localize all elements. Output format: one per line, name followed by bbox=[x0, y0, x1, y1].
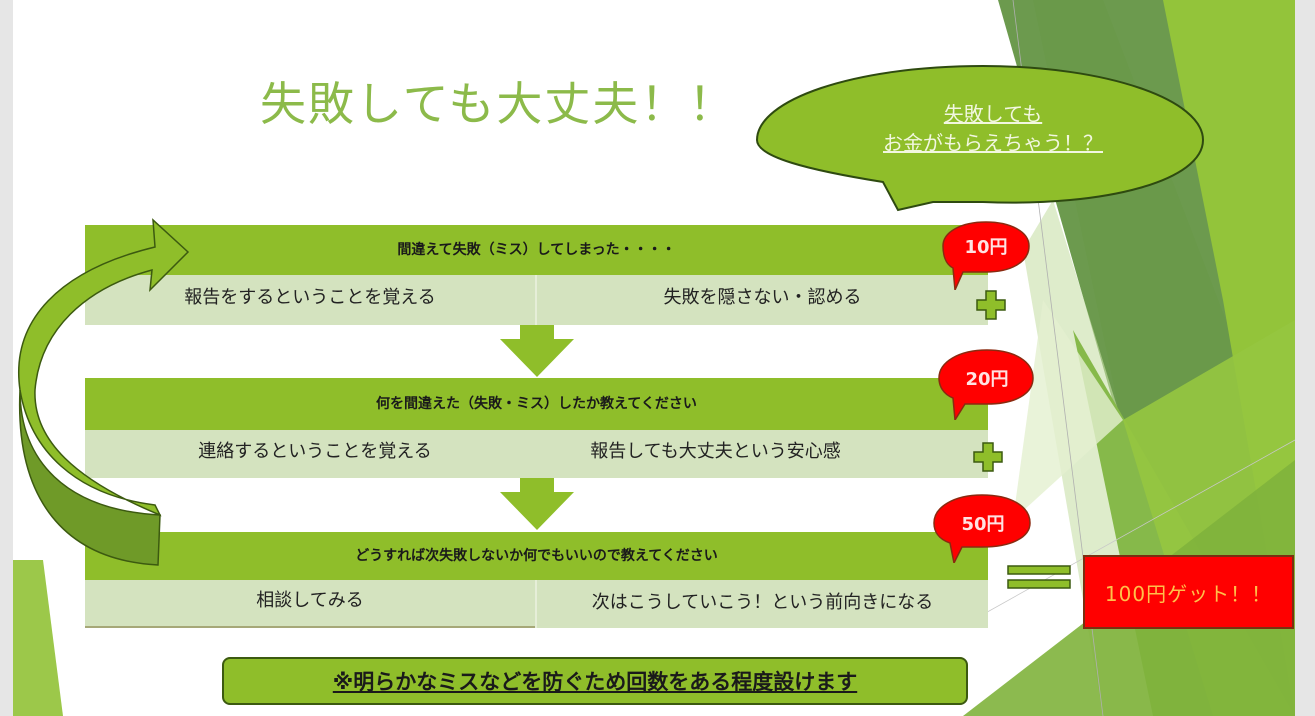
reward-10-label: 10円 bbox=[964, 237, 1008, 258]
reward-20-label: 20円 bbox=[965, 369, 1009, 390]
step-2-right-cell: 報告しても大丈夫という安心感 bbox=[590, 441, 841, 462]
plus-icon bbox=[976, 290, 1006, 320]
curved-arrow-icon bbox=[18, 218, 190, 566]
editor-left-gutter bbox=[0, 0, 14, 716]
step-1-divider bbox=[535, 275, 537, 325]
slide: 失敗しても大丈夫！！ 失敗しても お金がもらえちゃう！？ 間違えて失敗（ミス）し… bbox=[13, 0, 1295, 716]
reward-bubble-50 bbox=[933, 494, 1031, 563]
down-arrow-icon bbox=[500, 325, 574, 377]
bubble-text: 失敗しても お金がもらえちゃう！？ bbox=[803, 100, 1183, 158]
step-1-header: 間違えて失敗（ミス）してしまった・・・・ bbox=[85, 225, 988, 275]
slide-title: 失敗しても大丈夫！！ bbox=[260, 77, 737, 131]
editor-right-gutter bbox=[1295, 0, 1315, 716]
total-reward-box: 100円ゲット！！ bbox=[1083, 555, 1294, 629]
reward-50-label: 50円 bbox=[961, 514, 1005, 535]
reward-bubble-20 bbox=[938, 349, 1034, 420]
equals-icon bbox=[1007, 565, 1071, 589]
step-2-left-cell: 連絡するということを覚える bbox=[198, 441, 432, 462]
footnote-text: ※明らかなミスなどを防ぐため回数をある程度設けます bbox=[332, 670, 858, 694]
speech-bubble bbox=[755, 64, 1205, 212]
step-3-right-cell: 次はこうしていこう！という前向きになる bbox=[537, 580, 988, 628]
plus-icon bbox=[973, 442, 1003, 472]
step-1-right-cell: 失敗を隠さない・認める bbox=[537, 275, 988, 325]
step-2-cell-bg bbox=[85, 430, 988, 478]
bubble-line-1: 失敗しても bbox=[943, 102, 1043, 126]
step-2-header: 何を間違えた（失敗・ミス）したか教えてください bbox=[85, 378, 988, 430]
step-3-left-cell: 相談してみる bbox=[85, 580, 535, 628]
bubble-line-2: お金がもらえちゃう！？ bbox=[883, 131, 1103, 155]
step-3-divider bbox=[535, 580, 537, 628]
down-arrow-icon bbox=[500, 478, 574, 530]
step-1-left-cell: 報告をするということを覚える bbox=[85, 275, 535, 325]
step-3-header: どうすれば次失敗しないか何でもいいので教えてください bbox=[85, 532, 988, 580]
footnote-box: ※明らかなミスなどを防ぐため回数をある程度設けます bbox=[222, 657, 968, 705]
reward-bubble-10 bbox=[942, 221, 1030, 290]
